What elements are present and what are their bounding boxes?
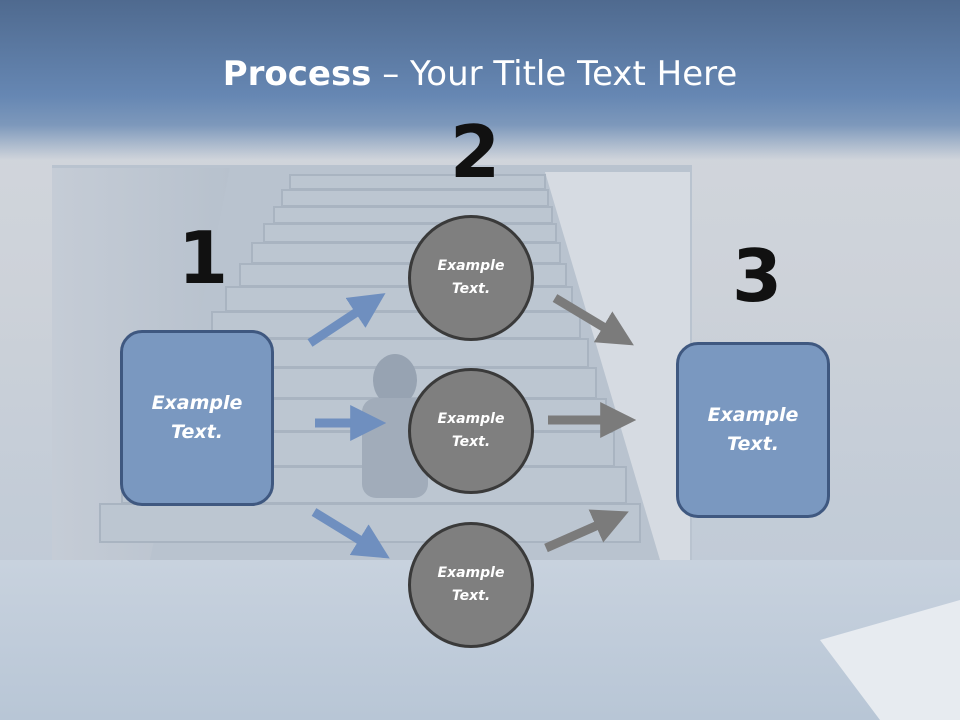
slide-title: Process – Your Title Text Here xyxy=(0,54,960,94)
step-3-text: Example Text. xyxy=(707,404,799,455)
arrow-top-to-3 xyxy=(552,294,634,346)
step-2-circle-middle: Example Text. xyxy=(408,368,534,494)
step-number-1: 1 xyxy=(178,216,229,300)
step-number-3: 3 xyxy=(732,234,783,318)
step-3-box: Example Text. xyxy=(676,342,830,518)
arrow-bottom-to-3 xyxy=(544,509,629,553)
step-2-circle-bottom: Example Text. xyxy=(408,522,534,648)
arrow-1-to-bottom xyxy=(311,508,390,559)
circle-middle-text: Example Text. xyxy=(437,411,505,450)
step-number-2: 2 xyxy=(450,110,501,194)
step-1-box: Example Text. xyxy=(120,330,274,506)
arrow-1-to-top xyxy=(307,293,386,347)
circle-bottom-text: Example Text. xyxy=(437,565,505,604)
step-2-circle-top: Example Text. xyxy=(408,215,534,341)
title-bar xyxy=(0,0,960,160)
circle-top-text: Example Text. xyxy=(437,258,505,297)
title-rest: – Your Title Text Here xyxy=(371,54,738,94)
title-bold: Process xyxy=(222,54,372,94)
step-1-text: Example Text. xyxy=(151,392,243,443)
